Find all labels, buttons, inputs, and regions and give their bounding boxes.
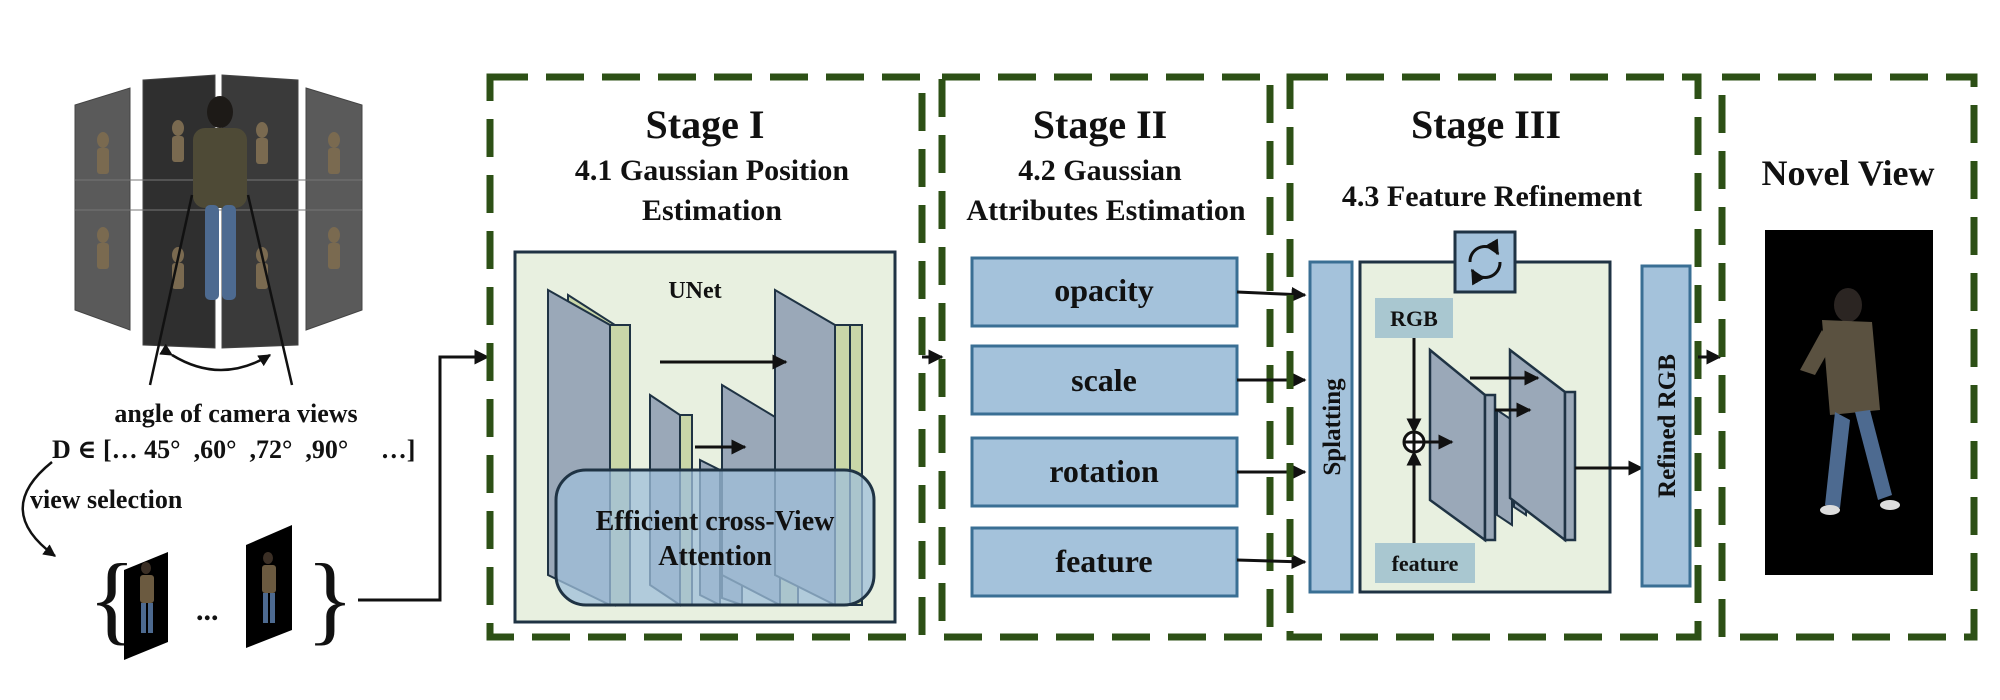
refresh-icon [1468, 238, 1502, 286]
attribute-boxes: opacity scale rotation feature [970, 256, 1239, 598]
stage2-title: Stage II [1033, 102, 1167, 147]
camera-views-ring [74, 74, 363, 386]
rendered-person-icon [1800, 288, 1900, 515]
rgb-tag [1375, 298, 1453, 338]
stage1-subtitle-line2: Estimation [642, 194, 782, 227]
refine-net-layers [1428, 347, 1577, 543]
rotation-label: rotation [1049, 453, 1159, 489]
view-selection-label: view selection [30, 485, 183, 514]
refined-rgb-label: Refined RGB [1654, 354, 1681, 498]
scale-label: scale [1071, 362, 1137, 398]
camera-views-caption: angle of camera views [114, 399, 357, 428]
splatting-label: Splatting [1319, 378, 1346, 476]
output-title: Novel View [1762, 153, 1935, 193]
stage3-subtitle: 4.3 Feature Refinement [1342, 180, 1642, 213]
refined-rgb-box [1640, 264, 1692, 588]
cross-view-attention-box [554, 468, 876, 607]
splatting-box [1308, 260, 1354, 594]
stage2-subtitle-line1: 4.2 Gaussian [1018, 154, 1182, 187]
refresh-box [1453, 230, 1517, 294]
rotation-box [970, 436, 1239, 508]
views-ellipsis: ... [196, 594, 219, 627]
output-frame [1718, 73, 1978, 641]
stage1-title: Stage I [646, 102, 765, 147]
feature-label: feature [1055, 543, 1152, 579]
attention-label-line2: Attention [658, 541, 772, 572]
unet-label: UNet [668, 278, 721, 304]
close-brace: } [306, 543, 354, 654]
person-figure-icon [97, 120, 340, 289]
opacity-label: opacity [1054, 272, 1154, 308]
angle-set: D ∈ [… 45° ,60° ,72° ,90° …] [52, 435, 415, 464]
stage3-title: Stage III [1411, 102, 1561, 147]
rgb-tag-label: RGB [1390, 306, 1438, 331]
feature-box [970, 526, 1239, 598]
input-to-stage1-arrow [358, 349, 490, 602]
opacity-box [970, 256, 1239, 328]
selection-arrow [21, 461, 57, 558]
scale-box [970, 344, 1239, 416]
stage1-subtitle-line1: 4.1 Gaussian Position [575, 154, 850, 187]
feature-tag-label: feature [1392, 551, 1459, 576]
refine-arrows [1406, 338, 1644, 543]
attribute-arrows [1236, 286, 1307, 570]
attention-label-line1: Efficient cross-View [596, 506, 835, 537]
center-person-icon [193, 96, 247, 300]
add-icon [1402, 430, 1426, 454]
stage2-subtitle-line2: Attributes Estimation [966, 194, 1245, 227]
feature-tag [1375, 543, 1475, 583]
stage1-frame [486, 73, 926, 641]
selected-views: { ... } [88, 525, 354, 660]
